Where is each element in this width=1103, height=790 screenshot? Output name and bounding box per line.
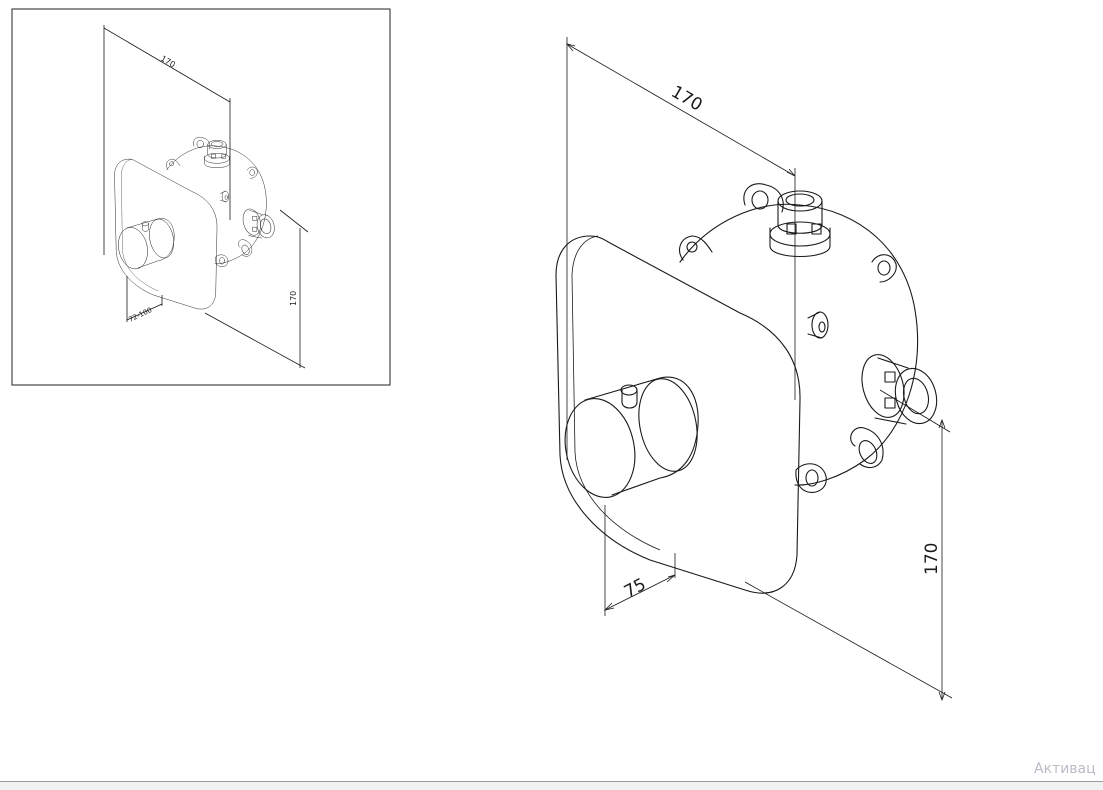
main-dim-depth: 75 xyxy=(621,575,649,603)
main-mixer-drawing xyxy=(555,183,944,594)
bottom-bar xyxy=(0,781,1103,790)
main-dim-width: 170 xyxy=(668,82,706,116)
inset-mixer-drawing xyxy=(114,136,278,310)
main-dim-height: 170 xyxy=(922,543,942,575)
inset-frame xyxy=(11,8,391,386)
inset-dimensions xyxy=(103,25,309,369)
inset-dim-width: 170 xyxy=(159,54,177,69)
main-dimensions xyxy=(565,37,953,702)
inset-dim-height: 170 xyxy=(289,291,298,306)
activation-watermark: Активац xyxy=(1034,761,1096,777)
inset-dim-depth: 72-100 xyxy=(127,306,153,324)
